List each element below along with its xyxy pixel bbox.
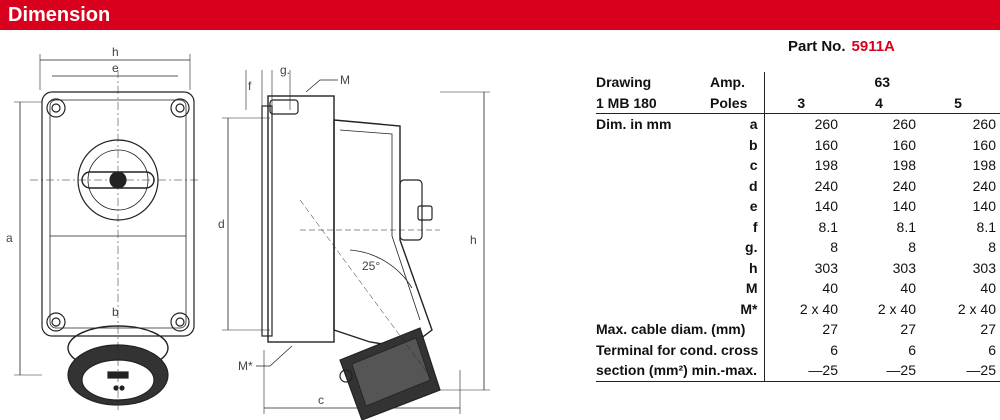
cell: 40 xyxy=(900,280,916,296)
pole-5: 5 xyxy=(920,92,1000,114)
dimension-table: Drawing Amp. 63 1 MB 180 Poles 3 4 5 Dim… xyxy=(596,72,1000,382)
cell: 2 x 40 xyxy=(957,300,996,317)
cell: 40 xyxy=(980,280,996,296)
table-row-poles: 1 MB 180 Poles 3 4 5 xyxy=(596,92,1000,114)
dim-label-h: h xyxy=(112,45,119,59)
table-row-amp: Drawing Amp. 63 xyxy=(596,72,1000,93)
cell: 27 xyxy=(980,321,996,337)
cell: 6 xyxy=(908,341,916,358)
pole-3: 3 xyxy=(763,92,842,114)
dim-label-angle: 25° xyxy=(362,259,380,273)
cell: 260 xyxy=(972,116,996,132)
table-row: e 140 140 140 xyxy=(596,196,1000,217)
cell: 240 xyxy=(972,177,996,194)
terminal-label-2: section (mm²) min.-max. xyxy=(596,360,764,382)
dim-label-g: g. xyxy=(280,63,290,77)
amp-value: 63 xyxy=(763,72,1000,93)
cell: 303 xyxy=(892,259,916,276)
amp-label: Amp. xyxy=(710,74,745,90)
cell: —25 xyxy=(763,360,842,382)
cell: —25 xyxy=(842,360,920,382)
dim-label-e: e xyxy=(112,61,119,75)
table-row: d 240 240 240 xyxy=(596,175,1000,196)
cell: 303 xyxy=(972,259,996,276)
dim-label-m: M xyxy=(340,73,350,87)
table-row-terminal: Terminal for cond. cross 6 6 6 xyxy=(596,339,1000,360)
row-key: a xyxy=(749,116,758,132)
cell: 160 xyxy=(763,134,842,155)
dim-label: Dim. in mm xyxy=(596,116,672,132)
row-key: h xyxy=(748,259,758,276)
pole-4: 4 xyxy=(842,92,920,114)
dim-label-m-star: M* xyxy=(238,359,253,373)
cell: 8 xyxy=(988,239,996,255)
part-number-value: 5911A xyxy=(851,38,895,55)
cell: 2 x 40 xyxy=(877,300,916,317)
poles-label: Poles xyxy=(710,92,764,114)
cell: 40 xyxy=(763,278,842,299)
row-key: b xyxy=(748,136,758,153)
cell: 260 xyxy=(892,116,916,132)
table-row: Dim. in mm a 260 260 260 xyxy=(596,113,1000,135)
cell: 160 xyxy=(972,136,996,153)
part-number-label: Part No. xyxy=(788,38,846,55)
dim-label-a: a xyxy=(6,231,13,245)
cell: 198 xyxy=(763,155,842,176)
row-key: e xyxy=(749,198,758,214)
table-row: b 160 160 160 xyxy=(596,134,1000,155)
cell: 8.1 xyxy=(896,218,916,235)
table-row: h 303 303 303 xyxy=(596,257,1000,278)
section-title: Dimension xyxy=(8,4,111,26)
cell: 2 x 40 xyxy=(763,298,842,319)
part-number: Part No. 5911A xyxy=(788,38,895,55)
table-row-terminal-section: section (mm²) min.-max. —25 —25 —25 xyxy=(596,360,1000,382)
table-row-cable: Max. cable diam. (mm) 27 27 27 xyxy=(596,319,1000,340)
row-key: d xyxy=(748,177,758,194)
table-row: f 8.1 8.1 8.1 xyxy=(596,216,1000,237)
row-key: f xyxy=(752,218,758,235)
technical-drawing: h e a b d f g. M M* 25° c h xyxy=(6,45,490,420)
cable-label: Max. cable diam. (mm) xyxy=(596,321,746,337)
cell: 140 xyxy=(972,198,996,214)
terminal-label-1: Terminal for cond. cross xyxy=(596,341,759,358)
table-row: M* 2 x 40 2 x 40 2 x 40 xyxy=(596,298,1000,319)
row-key: g. xyxy=(745,239,758,255)
cell: 140 xyxy=(892,198,916,214)
row-key: c xyxy=(749,157,758,173)
cell: 8 xyxy=(908,239,916,255)
cell: 6 xyxy=(763,339,842,360)
cell: 8.1 xyxy=(976,218,996,235)
dim-label-d: d xyxy=(218,217,225,231)
table-row: c 198 198 198 xyxy=(596,155,1000,176)
dim-label-f: f xyxy=(248,79,252,93)
dim-label-b: b xyxy=(112,305,119,319)
cell: 240 xyxy=(763,175,842,196)
row-key: M* xyxy=(740,300,758,317)
cell: 240 xyxy=(892,177,916,194)
row-key: M xyxy=(745,280,758,296)
cell: 6 xyxy=(988,341,996,358)
cell: 303 xyxy=(763,257,842,278)
cell: 198 xyxy=(892,157,916,173)
cell: 27 xyxy=(900,321,916,337)
cell: 140 xyxy=(763,196,842,217)
table-row: g. 8 8 8 xyxy=(596,237,1000,258)
cell: 160 xyxy=(892,136,916,153)
drawing-label: Drawing xyxy=(596,74,652,90)
cell: 27 xyxy=(763,319,842,340)
cell: 8.1 xyxy=(763,216,842,237)
drawing-code: 1 MB 180 xyxy=(596,92,710,114)
dim-label-h-side: h xyxy=(470,233,477,247)
table-row: M 40 40 40 xyxy=(596,278,1000,299)
cell: —25 xyxy=(920,360,1000,382)
dim-label-c: c xyxy=(318,393,324,407)
section-header: Dimension xyxy=(0,0,1000,30)
cell: 8 xyxy=(763,237,842,258)
cell: 260 xyxy=(763,113,842,135)
cell: 198 xyxy=(972,157,996,173)
